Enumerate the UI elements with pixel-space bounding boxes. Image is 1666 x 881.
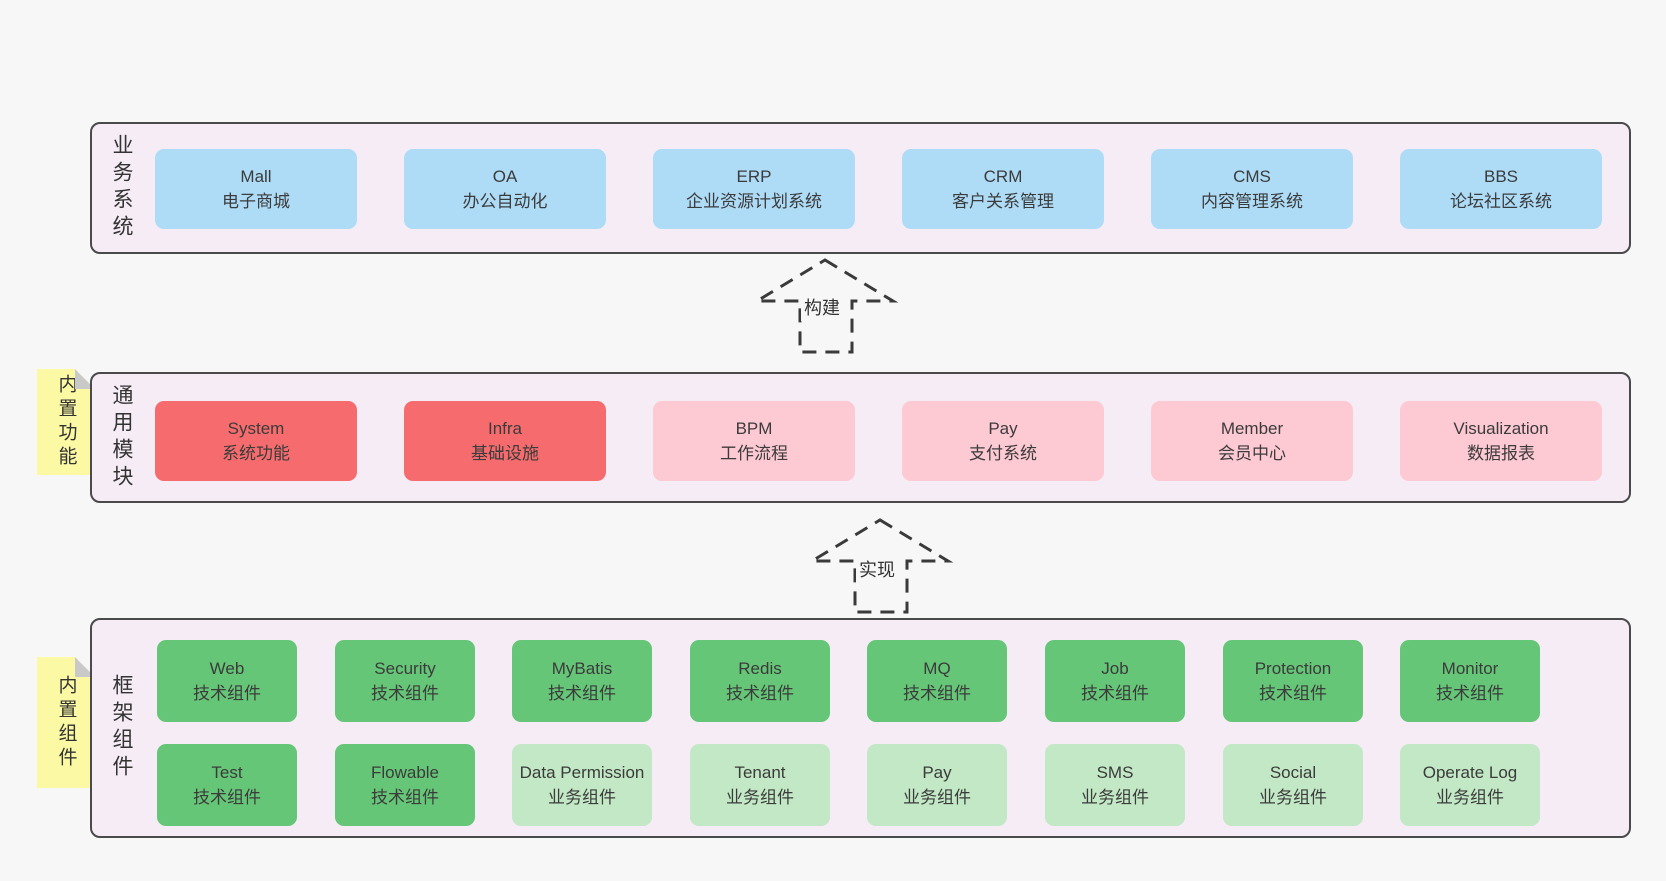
box-operate-log-desc: 业务组件 bbox=[1436, 788, 1504, 807]
box-security-desc: 技术组件 bbox=[371, 684, 439, 703]
box-mq-name: MQ bbox=[923, 659, 951, 678]
box-job-desc: 技术组件 bbox=[1081, 684, 1149, 703]
box-member: Member 会员中心 bbox=[1151, 401, 1353, 481]
box-bpm-name: BPM bbox=[735, 419, 773, 438]
box-bbs: BBS 论坛社区系统 bbox=[1400, 149, 1602, 229]
build-arrow-icon bbox=[751, 258, 899, 354]
box-oa: OA 办公自动化 bbox=[404, 149, 606, 229]
box-bbs-name: BBS bbox=[1483, 167, 1519, 186]
box-monitor-desc: 技术组件 bbox=[1436, 684, 1504, 703]
box-crm-name: CRM bbox=[983, 167, 1023, 186]
box-job: Job 技术组件 bbox=[1045, 640, 1185, 722]
box-oa-desc: 办公自动化 bbox=[462, 192, 548, 211]
box-pay-component: Pay 业务组件 bbox=[867, 744, 1007, 826]
box-tenant-desc: 业务组件 bbox=[726, 788, 794, 807]
box-sms-name: SMS bbox=[1096, 763, 1134, 782]
box-sms: SMS 业务组件 bbox=[1045, 744, 1185, 826]
side-tab-built-in-components: 内置组件 bbox=[37, 657, 95, 788]
box-mybatis: MyBatis 技术组件 bbox=[512, 640, 652, 722]
box-tenant: Tenant 业务组件 bbox=[690, 744, 830, 826]
box-pay-component-desc: 业务组件 bbox=[903, 788, 971, 807]
box-redis-name: Redis bbox=[738, 659, 782, 678]
box-infra-desc: 基础设施 bbox=[471, 444, 539, 463]
box-crm-desc: 客户关系管理 bbox=[952, 192, 1054, 211]
panel-business-systems-label: 业务系统 bbox=[110, 134, 133, 242]
box-flowable: Flowable 技术组件 bbox=[335, 744, 475, 826]
box-mq: MQ 技术组件 bbox=[867, 640, 1007, 722]
box-monitor: Monitor 技术组件 bbox=[1400, 640, 1540, 722]
box-security-name: Security bbox=[374, 659, 436, 678]
box-operate-log-name: Operate Log bbox=[1422, 763, 1518, 782]
box-flowable-desc: 技术组件 bbox=[371, 788, 439, 807]
box-cms-name: CMS bbox=[1233, 167, 1271, 186]
box-redis: Redis 技术组件 bbox=[690, 640, 830, 722]
box-bpm-desc: 工作流程 bbox=[720, 444, 788, 463]
box-crm: CRM 客户关系管理 bbox=[902, 149, 1104, 229]
box-test: Test 技术组件 bbox=[157, 744, 297, 826]
box-bbs-desc: 论坛社区系统 bbox=[1450, 192, 1552, 211]
side-tab-built-in-features-label: 内置功能 bbox=[55, 374, 77, 470]
box-security: Security 技术组件 bbox=[335, 640, 475, 722]
build-arrow-label: 构建 bbox=[801, 293, 843, 321]
box-visualization-desc: 数据报表 bbox=[1467, 444, 1535, 463]
box-mall: Mall 电子商城 bbox=[155, 149, 357, 229]
box-mall-name: Mall bbox=[240, 167, 272, 186]
box-system-name: System bbox=[227, 419, 285, 438]
panel-business-systems: 业务系统 Mall 电子商城 OA 办公自动化 ERP 企业资源计划系统 CRM… bbox=[90, 122, 1631, 254]
box-protection: Protection 技术组件 bbox=[1223, 640, 1363, 722]
side-tab-built-in-components-label: 内置组件 bbox=[55, 674, 77, 771]
box-pay-name: Pay bbox=[988, 419, 1018, 438]
box-social-name: Social bbox=[1269, 763, 1317, 782]
box-mall-desc: 电子商城 bbox=[222, 192, 290, 211]
box-protection-name: Protection bbox=[1254, 659, 1332, 678]
implement-arrow-icon bbox=[806, 518, 954, 614]
box-job-name: Job bbox=[1101, 659, 1129, 678]
panel-common-modules-label: 通用模块 bbox=[110, 383, 133, 492]
box-infra: Infra 基础设施 bbox=[404, 401, 606, 481]
panel-common-modules: 通用模块 System 系统功能 Infra 基础设施 BPM 工作流程 Pay… bbox=[90, 372, 1631, 503]
box-visualization: Visualization 数据报表 bbox=[1400, 401, 1602, 481]
box-pay-desc: 支付系统 bbox=[969, 444, 1037, 463]
box-flowable-name: Flowable bbox=[370, 763, 440, 782]
box-pay-component-name: Pay bbox=[922, 763, 952, 782]
box-web: Web 技术组件 bbox=[157, 640, 297, 722]
box-visualization-name: Visualization bbox=[1453, 419, 1549, 438]
side-tab-built-in-features: 内置功能 bbox=[37, 369, 95, 475]
panel-framework-components-label: 框架组件 bbox=[110, 674, 133, 782]
box-erp-name: ERP bbox=[736, 167, 772, 186]
box-bpm: BPM 工作流程 bbox=[653, 401, 855, 481]
box-web-desc: 技术组件 bbox=[193, 684, 261, 703]
box-redis-desc: 技术组件 bbox=[726, 684, 794, 703]
box-member-name: Member bbox=[1220, 419, 1284, 438]
box-mq-desc: 技术组件 bbox=[903, 684, 971, 703]
box-pay: Pay 支付系统 bbox=[902, 401, 1104, 481]
box-data-permission-desc: 业务组件 bbox=[548, 788, 616, 807]
box-system-desc: 系统功能 bbox=[222, 444, 290, 463]
box-member-desc: 会员中心 bbox=[1218, 444, 1286, 463]
box-data-permission: Data Permission 业务组件 bbox=[512, 744, 652, 826]
box-erp-desc: 企业资源计划系统 bbox=[686, 192, 822, 211]
panel-framework-components: 框架组件 Web 技术组件 Security 技术组件 MyBatis 技术组件… bbox=[90, 618, 1631, 838]
box-monitor-name: Monitor bbox=[1441, 659, 1499, 678]
box-tenant-name: Tenant bbox=[734, 763, 786, 782]
box-system: System 系统功能 bbox=[155, 401, 357, 481]
box-test-name: Test bbox=[211, 763, 243, 782]
box-sms-desc: 业务组件 bbox=[1081, 788, 1149, 807]
box-protection-desc: 技术组件 bbox=[1259, 684, 1327, 703]
box-erp: ERP 企业资源计划系统 bbox=[653, 149, 855, 229]
box-infra-name: Infra bbox=[487, 419, 523, 438]
implement-arrow-label: 实现 bbox=[856, 555, 898, 583]
box-web-name: Web bbox=[209, 659, 245, 678]
box-test-desc: 技术组件 bbox=[193, 788, 261, 807]
box-cms: CMS 内容管理系统 bbox=[1151, 149, 1353, 229]
box-oa-name: OA bbox=[492, 167, 518, 186]
box-social: Social 业务组件 bbox=[1223, 744, 1363, 826]
box-cms-desc: 内容管理系统 bbox=[1201, 192, 1303, 211]
box-mybatis-desc: 技术组件 bbox=[548, 684, 616, 703]
box-data-permission-name: Data Permission bbox=[519, 763, 645, 782]
box-operate-log: Operate Log 业务组件 bbox=[1400, 744, 1540, 826]
box-mybatis-name: MyBatis bbox=[551, 659, 613, 678]
box-social-desc: 业务组件 bbox=[1259, 788, 1327, 807]
